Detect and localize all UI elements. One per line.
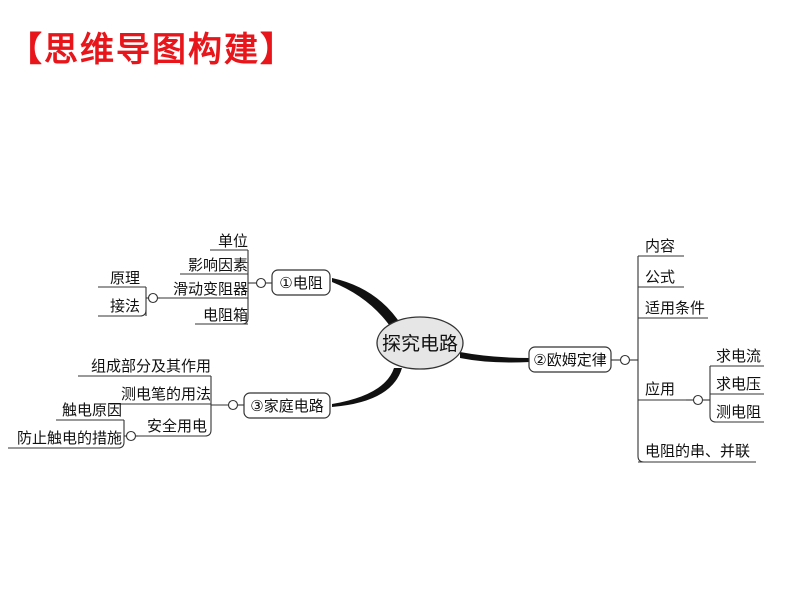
ohms-item-series-parallel: 电阻的串、并联 bbox=[645, 442, 750, 460]
branch-resistance: ①电阻 单位 影响因素 滑动变阻器 电阻箱 原理 接法 bbox=[98, 232, 331, 325]
branch-ohms-law-label: ②欧姆定律 bbox=[533, 351, 606, 369]
application-sub-current: 求电流 bbox=[716, 347, 761, 365]
rheostat-sub-connection: 接法 bbox=[110, 297, 140, 315]
center-node: 探究电路 bbox=[376, 316, 464, 370]
application-sub-resistance: 测电阻 bbox=[716, 403, 761, 421]
resistance-item-rheostat: 滑动变阻器 bbox=[173, 280, 248, 298]
household-item-test-pen: 测电笔的用法 bbox=[121, 385, 211, 403]
node-circle bbox=[255, 277, 267, 289]
connector-center-b2 bbox=[460, 352, 530, 363]
application-sub-voltage: 求电压 bbox=[716, 375, 761, 393]
connector-center-b1 bbox=[332, 278, 402, 332]
safety-sub-prevention: 防止触电的措施 bbox=[17, 429, 122, 447]
household-item-safety: 安全用电 bbox=[147, 417, 207, 435]
ohms-item-conditions: 适用条件 bbox=[645, 299, 705, 317]
ohms-item-content: 内容 bbox=[645, 237, 675, 255]
branch-resistance-label: ①电阻 bbox=[279, 274, 322, 292]
node-circle bbox=[619, 354, 631, 366]
resistance-item-box: 电阻箱 bbox=[203, 306, 248, 324]
branch-household-label: ③家庭电路 bbox=[250, 397, 323, 415]
branch-household-circuit: ③家庭电路 组成部分及其作用 测电笔的用法 安全用电 触电原因 防止触电的措施 bbox=[8, 357, 331, 449]
ohms-item-application: 应用 bbox=[645, 380, 675, 398]
node-circle bbox=[227, 399, 239, 411]
node-circle bbox=[147, 292, 159, 304]
ohms-item-formula: 公式 bbox=[645, 268, 675, 286]
rheostat-sub-principle: 原理 bbox=[110, 269, 140, 287]
resistance-item-factors: 影响因素 bbox=[188, 256, 248, 274]
node-circle bbox=[125, 430, 137, 442]
node-circle bbox=[692, 394, 704, 406]
branch-ohms-law: ②欧姆定律 内容 公式 适用条件 应用 电阻的串、并联 求电流 求电压 测电阻 bbox=[528, 237, 764, 463]
center-label: 探究电路 bbox=[382, 333, 458, 355]
connector-center-b3 bbox=[332, 368, 402, 407]
page-title: 【思维导图构建】 bbox=[8, 30, 296, 70]
resistance-item-unit: 单位 bbox=[218, 232, 248, 250]
safety-sub-causes: 触电原因 bbox=[62, 401, 122, 419]
household-item-components: 组成部分及其作用 bbox=[91, 357, 211, 375]
